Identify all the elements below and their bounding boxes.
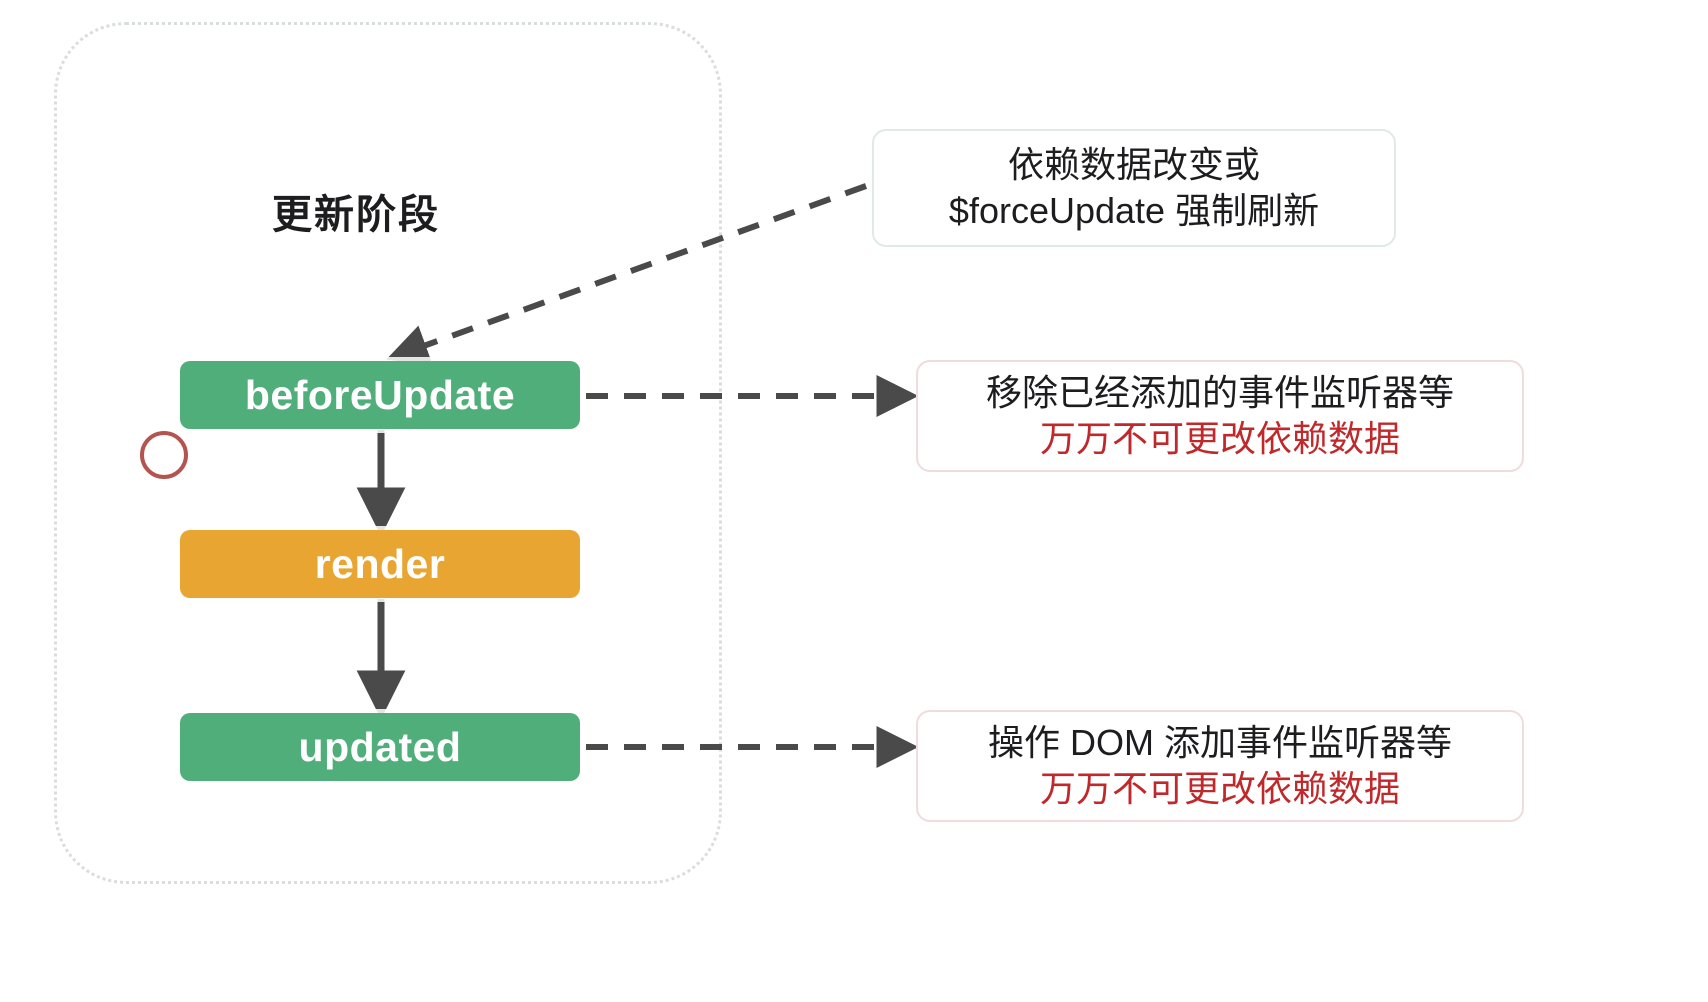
callout-before-update-warning: 万万不可更改依赖数据 xyxy=(1039,418,1400,459)
callout-before-update-line-1: 移除已经添加的事件监听器等 xyxy=(985,371,1454,413)
callout-before-update: 移除已经添加的事件监听器等 万万不可更改依赖数据 xyxy=(916,360,1524,472)
callout-trigger-line-2: $forceUpdate 强制刷新 xyxy=(948,190,1320,231)
phase-title: 更新阶段 xyxy=(272,193,440,237)
callout-trigger-line-1: 依赖数据改变或 xyxy=(1007,143,1260,185)
node-updated[interactable]: updated xyxy=(180,713,580,781)
callout-updated-line-1: 操作 DOM 添加事件监听器等 xyxy=(988,721,1452,763)
node-before-update[interactable]: beforeUpdate xyxy=(180,361,580,429)
red-circle-marker xyxy=(140,431,188,479)
update-phase-group xyxy=(54,22,722,884)
callout-trigger: 依赖数据改变或 $forceUpdate 强制刷新 xyxy=(872,129,1396,247)
node-render[interactable]: render xyxy=(180,530,580,598)
callout-updated: 操作 DOM 添加事件监听器等 万万不可更改依赖数据 xyxy=(916,710,1524,822)
callout-updated-warning: 万万不可更改依赖数据 xyxy=(1039,768,1400,809)
